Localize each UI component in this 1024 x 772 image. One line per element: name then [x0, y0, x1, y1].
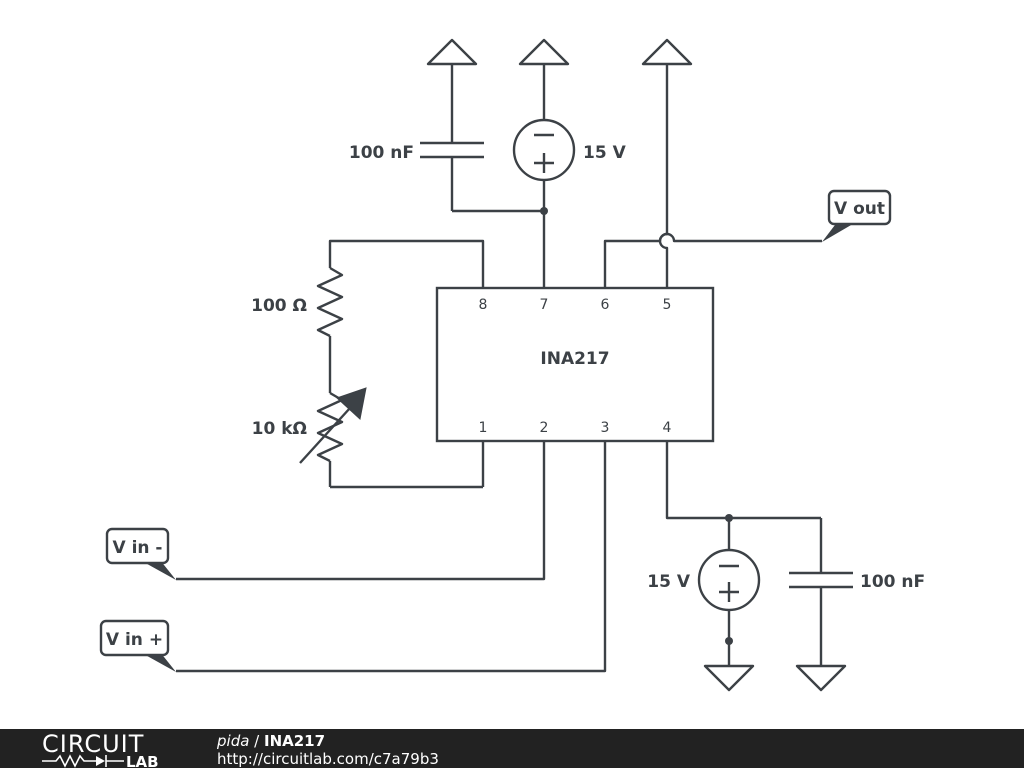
port-vout-label: V out [834, 199, 885, 219]
wire-output [603, 232, 822, 288]
footer-url[interactable]: http://circuitlab.com/c7a79b3 [217, 750, 439, 768]
port-vin-plus: V in + [99, 619, 176, 672]
supply-arrow-1 [426, 38, 478, 66]
supply-arrow-3 [641, 38, 693, 66]
pin-4: 4 [663, 420, 672, 436]
footer: CIRCUIT LAB pida / INA217 http://circuit… [0, 729, 1024, 771]
gain-resistors [299, 239, 485, 489]
wire-vin-plus [176, 441, 607, 673]
top-rail-arrows [426, 38, 693, 66]
pin-3: 3 [601, 420, 610, 436]
capacitor-top [420, 64, 544, 213]
pin-7: 7 [540, 297, 549, 313]
pin-1: 1 [479, 420, 488, 436]
resistor-variable-label: 10 kΩ [252, 419, 307, 439]
footer-title: pida / INA217 [216, 732, 325, 750]
port-vin-minus-label: V in - [113, 538, 163, 558]
bottom-supply [665, 441, 853, 692]
pin-5: 5 [663, 297, 672, 313]
ic-ina217: INA217 8 7 6 5 1 2 3 4 [435, 286, 715, 443]
wire-vin-minus [176, 441, 546, 581]
logo-circuit: CIRCUIT [42, 730, 144, 758]
capacitor-bottom-label: 100 nF [860, 572, 925, 592]
voltage-source-top [512, 64, 576, 288]
resistor-fixed-label: 100 Ω [251, 296, 307, 316]
wire-pin5 [658, 64, 669, 288]
ic-name: INA217 [540, 349, 609, 369]
voltage-source-top-label: 15 V [583, 143, 627, 163]
pin-2: 2 [540, 420, 549, 436]
port-vin-minus: V in - [105, 527, 176, 580]
pin-8: 8 [479, 297, 488, 313]
logo-resistor-icon [42, 754, 124, 768]
supply-arrow-2 [518, 38, 570, 66]
pin-6: 6 [601, 297, 610, 313]
port-vin-plus-label: V in + [106, 630, 163, 650]
port-vout: V out [822, 189, 892, 242]
capacitor-top-label: 100 nF [349, 143, 414, 163]
voltage-source-bottom-label: 15 V [647, 572, 691, 592]
logo-lab: LAB [126, 753, 159, 768]
